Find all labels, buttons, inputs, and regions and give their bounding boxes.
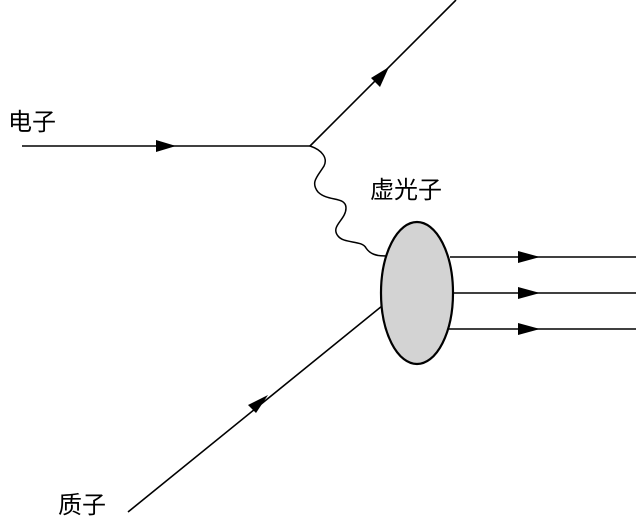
incoming-electron-arrow <box>156 140 176 152</box>
proton-label: 质子 <box>58 491 106 519</box>
outgoing-hadron-arrow-3 <box>518 323 540 335</box>
scattered-electron-arrow <box>371 67 389 87</box>
virtual-photon-label: 虚光子 <box>370 176 442 204</box>
outgoing-hadron-arrow-1 <box>518 251 540 263</box>
incoming-proton-arrow <box>248 395 268 413</box>
virtual-photon-wave <box>309 145 387 257</box>
outgoing-hadron-arrow-2 <box>518 287 540 299</box>
electron-label: 电子 <box>8 108 56 136</box>
hadron-blob <box>379 220 455 366</box>
